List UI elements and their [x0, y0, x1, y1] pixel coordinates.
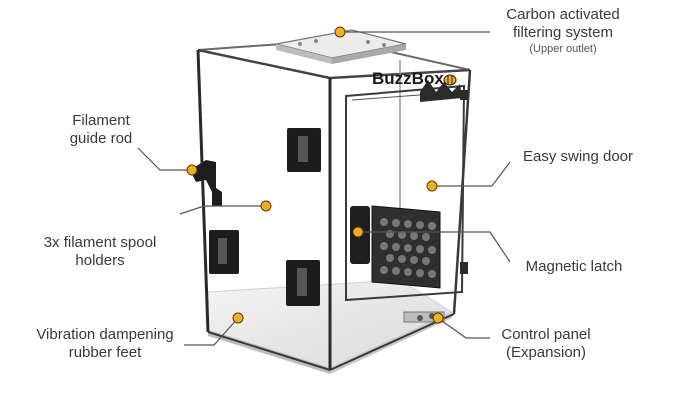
callout-dot-control-panel [432, 312, 444, 324]
callout-dot-swing-door [426, 180, 438, 192]
label-spool-holders-line2: holders [75, 252, 125, 269]
label-rubber-feet-line1: Vibration dampening [36, 326, 174, 343]
callout-dot-carbon-filter [334, 26, 346, 38]
label-rubber-feet: Vibration dampening rubber feet [22, 326, 188, 362]
label-guide-rod: Filament guide rod [56, 112, 146, 148]
label-guide-rod-line1: Filament [72, 112, 130, 129]
label-control-panel: Control panel (Expansion) [488, 326, 604, 362]
label-control-panel-line1: Control panel [501, 326, 591, 343]
filament-guide-rod [190, 160, 222, 206]
label-rubber-feet-line2: rubber feet [68, 344, 142, 361]
label-carbon-filter-note: (Upper outlet) [529, 43, 597, 55]
callout-dot-magnetic-latch [352, 226, 364, 238]
callout-dot-spool-holders [260, 200, 272, 212]
label-swing-door-line1: Easy swing door [522, 148, 634, 165]
label-carbon-filter-line2: filtering system [512, 24, 614, 41]
label-magnetic-latch: Magnetic latch [514, 258, 634, 276]
callout-dot-guide-rod [186, 164, 198, 176]
label-spool-holders-line1: 3x filament spool [43, 234, 157, 251]
brand-logo: BuzzBox [372, 69, 444, 88]
bee-icon [443, 74, 457, 86]
label-spool-holders: 3x filament spool holders [30, 234, 170, 270]
leader-lines [137, 31, 511, 346]
label-swing-door: Easy swing door [508, 148, 648, 166]
callout-dot-rubber-feet [232, 312, 244, 324]
label-magnetic-latch-line1: Magnetic latch [525, 258, 623, 275]
label-carbon-filter: Carbon activated filtering system (Upper… [488, 6, 638, 56]
label-control-panel-line2: (Expansion) [505, 344, 587, 361]
label-carbon-filter-line1: Carbon activated [506, 6, 620, 23]
label-guide-rod-line2: guide rod [69, 130, 133, 147]
